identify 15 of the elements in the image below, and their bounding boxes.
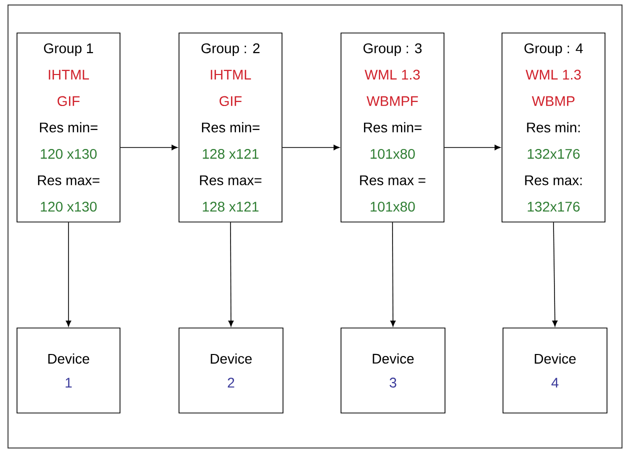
arrow — [66, 222, 72, 327]
device-box: Device 2 — [178, 328, 284, 414]
arrow — [552, 222, 558, 327]
arrow — [228, 222, 234, 327]
arrow — [390, 222, 396, 327]
arrow — [120, 144, 178, 150]
group-box: Group : 3 WML 1.3 WBMPF Res min= 101x80 Res max = 101x80 — [340, 32, 444, 222]
group-box: Group : 2 IHTML GIF Res min= 128 x121 Res max= 128 x121 — [178, 32, 282, 222]
arrow — [444, 144, 501, 150]
group-box: Group 1 IHTML GIF Res min= 120 x130 Res max= 120 x130 — [16, 32, 120, 222]
device-box: Device 4 — [502, 328, 608, 414]
device-box: Device 1 — [16, 328, 120, 414]
arrow — [282, 144, 340, 150]
group-box: Group : 4 WML 1.3 WBMP Res min: 132x176 Res max: 132x176 — [502, 32, 606, 222]
device-box: Device 3 — [340, 328, 446, 414]
